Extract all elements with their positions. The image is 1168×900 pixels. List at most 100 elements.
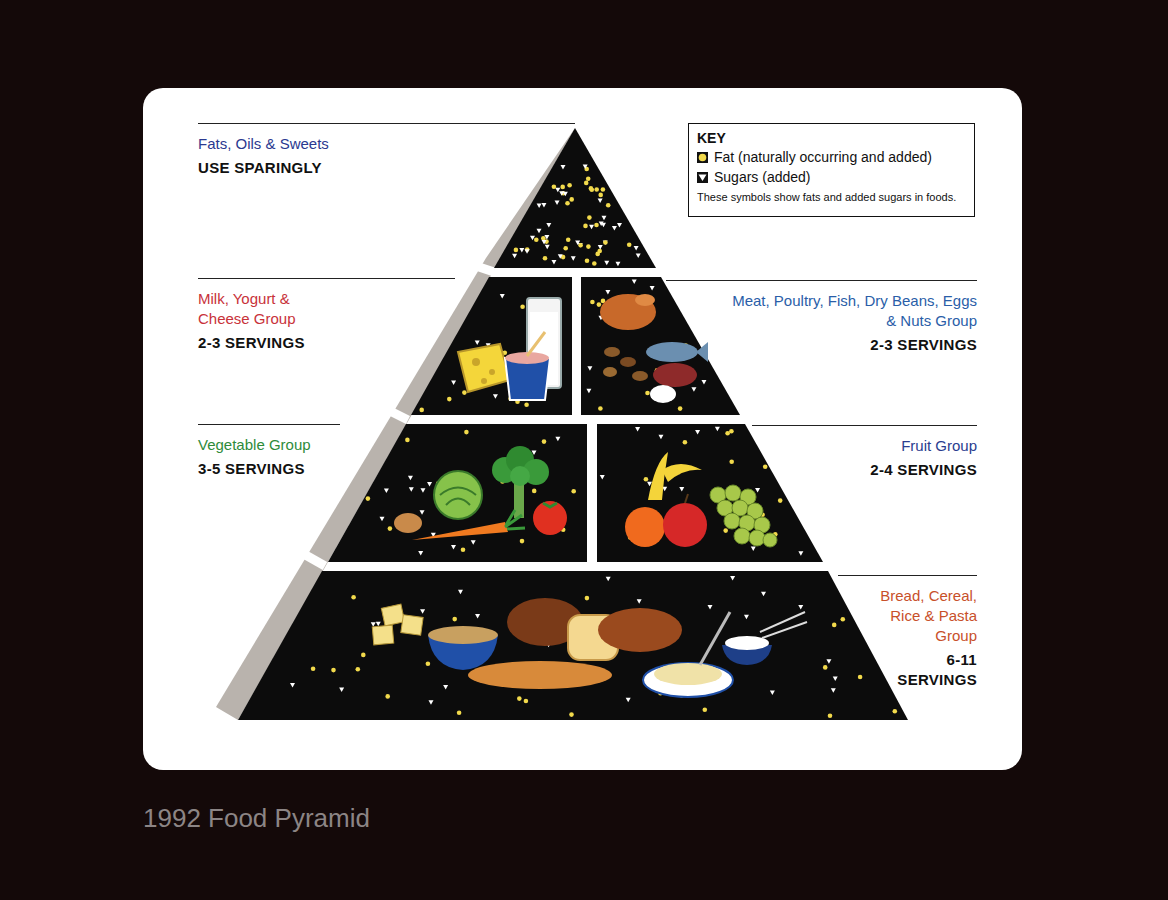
legend-row: Fat (naturally occurring and added) xyxy=(697,147,966,167)
fat-dot xyxy=(534,238,539,243)
fat-dot xyxy=(606,203,611,208)
sugar-triangle xyxy=(475,614,480,619)
fat-dot xyxy=(366,496,371,501)
fat-dot xyxy=(645,391,650,396)
key-title: KEY xyxy=(697,130,966,147)
fat-dot xyxy=(678,406,683,411)
sugar-triangle xyxy=(755,488,760,493)
fat-dot xyxy=(565,201,570,206)
sugar-triangle xyxy=(408,476,413,481)
sugar-triangle xyxy=(541,203,546,208)
group-name: Vegetable Group xyxy=(198,435,340,455)
group-name: Fruit Group xyxy=(777,436,977,456)
sugar-triangle xyxy=(798,551,803,556)
sugar-triangle xyxy=(578,243,583,248)
sugar-triangle xyxy=(632,280,637,285)
sugar-triangle xyxy=(537,229,542,234)
fat-dot xyxy=(571,489,576,494)
sugar-triangle xyxy=(615,262,620,267)
sugar-triangle xyxy=(427,482,432,487)
fat-dot xyxy=(560,185,565,190)
sugar-triangle xyxy=(586,389,591,394)
fat-dot xyxy=(778,498,783,503)
sugar-triangle xyxy=(583,164,588,169)
fat-dot xyxy=(586,177,591,182)
sugar-triangle xyxy=(730,576,735,581)
fat-dot xyxy=(541,236,546,241)
fat-dot xyxy=(462,390,467,395)
fat-dot xyxy=(598,193,603,198)
sugar-triangle xyxy=(587,366,592,371)
sugar-triangle xyxy=(626,698,631,703)
serving-count: 2-3 SERVINGS xyxy=(777,335,977,355)
sugar-triangle xyxy=(555,437,560,442)
fat-dot xyxy=(419,408,424,413)
food-group-label: Bread, Cereal, Rice & Pasta Group6-11 SE… xyxy=(838,575,977,693)
fat-dot xyxy=(569,197,574,202)
sugar-triangle xyxy=(658,435,663,440)
fat-dot xyxy=(585,596,590,601)
fat-dot xyxy=(683,440,688,445)
fat-dot xyxy=(644,477,649,482)
fat-dot xyxy=(532,489,537,494)
sugar-triangle xyxy=(601,216,606,220)
sugar-triangle xyxy=(589,225,594,230)
sugar-triangle xyxy=(563,192,568,196)
fat-dot xyxy=(594,223,599,228)
fat-swatch xyxy=(697,152,708,163)
sugar-triangle xyxy=(833,677,838,682)
sugar-triangle xyxy=(612,226,617,231)
fat-dot xyxy=(828,713,833,718)
fat-dot xyxy=(566,237,571,242)
sugar-triangle xyxy=(418,551,423,556)
fat-dot xyxy=(524,402,529,407)
fat-dot xyxy=(385,694,390,699)
fat-dot xyxy=(597,249,602,254)
sugar-triangle xyxy=(636,253,641,258)
sugar-triangle xyxy=(519,248,524,253)
sugar-triangle xyxy=(601,223,606,228)
serving-count: USE SPARINGLY xyxy=(198,158,458,178)
sugar-triangle xyxy=(761,592,766,597)
sugar-triangle xyxy=(617,223,622,228)
sugar-triangle xyxy=(598,199,603,204)
serving-count: 6-11 SERVINGS xyxy=(885,650,977,690)
sugar-triangle xyxy=(560,165,565,170)
fat-dot xyxy=(590,188,595,193)
fat-dot xyxy=(464,430,469,435)
fat-dot xyxy=(567,183,572,188)
caption: 1992 Food Pyramid xyxy=(143,803,370,834)
sugar-triangle xyxy=(744,615,749,620)
sugar-triangle xyxy=(558,254,563,258)
sugar-triangle xyxy=(798,605,803,610)
fat-dot xyxy=(405,438,410,443)
fat-dot xyxy=(524,699,529,704)
fat-dot xyxy=(461,548,466,553)
sugar-triangle xyxy=(384,489,389,494)
fat-dot xyxy=(587,215,592,220)
fat-dot xyxy=(514,248,519,253)
fat-dot xyxy=(729,429,734,434)
fat-dot xyxy=(356,667,361,672)
serving-count: 2-3 SERVINGS xyxy=(198,333,398,353)
fat-dot xyxy=(858,675,863,680)
sugar-triangle xyxy=(598,245,603,250)
fruit-foods xyxy=(625,452,777,547)
sugar-triangle xyxy=(493,394,498,399)
sugar-triangle xyxy=(606,577,611,582)
sugar-triangle xyxy=(471,540,476,545)
sugar-triangle xyxy=(420,488,425,493)
group-name: Bread, Cereal, Rice & Pasta Group xyxy=(861,586,977,646)
sugar-triangle xyxy=(695,430,700,435)
sugar-triangle xyxy=(650,286,655,291)
sugar-triangle xyxy=(637,599,642,604)
serving-count: 3-5 SERVINGS xyxy=(198,459,340,479)
sugar-triangle xyxy=(544,235,549,240)
fat-dot xyxy=(592,261,597,266)
sugar-triangle xyxy=(458,590,463,595)
key-box: KEYFat (naturally occurring and added)Su… xyxy=(688,123,975,217)
legend-text: Fat (naturally occurring and added) xyxy=(714,149,932,165)
fat-dot xyxy=(563,246,568,251)
fat-sugar-symbols xyxy=(290,164,897,718)
